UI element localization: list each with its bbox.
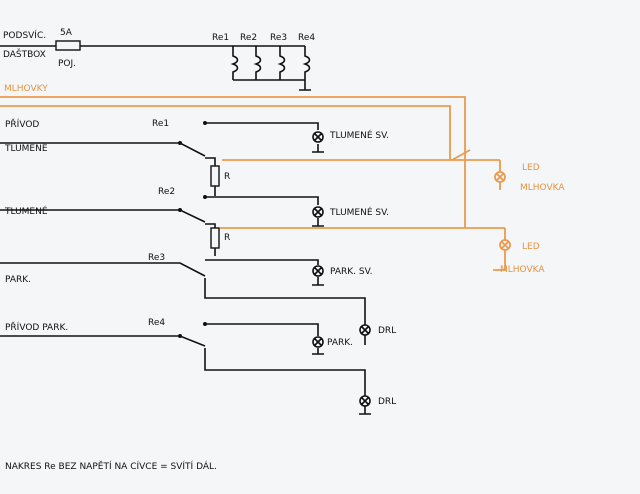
lamp-icon — [312, 336, 324, 348]
input-label: PARK. — [5, 275, 31, 285]
led-wires — [493, 160, 506, 271]
relay-coils: Re1 Re2 Re3 Re4 — [212, 33, 315, 91]
relay-label: Re2 — [158, 187, 175, 197]
relay2-wires — [0, 196, 324, 256]
lamp-icon — [359, 395, 371, 407]
fuse-label: POJ. — [58, 59, 76, 69]
fog-wires — [0, 96, 505, 229]
relay-label: Re1 — [152, 119, 169, 129]
coil-label-re2: Re2 — [240, 33, 257, 43]
lamp-label: TLUMENÉ SV. — [329, 129, 389, 141]
lamp-icon — [312, 206, 324, 218]
led-label: LED — [522, 242, 540, 252]
coil-label-re4: Re4 — [298, 33, 315, 43]
led-label: MLHOVKA — [500, 265, 545, 275]
resistor-label: R — [224, 172, 230, 182]
supply-label: PODSVÍC. — [3, 29, 46, 41]
lamp-icon — [312, 265, 324, 277]
lamp-label: PARK. — [327, 338, 353, 348]
resistor-icon — [210, 165, 220, 187]
lamp-label: DRL — [378, 326, 396, 336]
led-label: MLHOVKA — [520, 183, 565, 193]
resistor-label: R — [224, 233, 230, 243]
lamp-icon — [359, 324, 371, 336]
input-label: PŘÍVOD — [5, 118, 39, 130]
led-icon-1 — [494, 171, 506, 183]
fuse-rating: 5A — [60, 28, 73, 38]
lamp-label: TLUMENÉ SV. — [329, 206, 389, 218]
lamp-label: PARK. SV. — [330, 267, 372, 277]
input-label: TLUMENÉ — [4, 142, 48, 154]
led-icon-2 — [499, 239, 511, 251]
lamp-icon — [312, 131, 324, 143]
input-label: PŘÍVOD PARK. — [5, 321, 68, 333]
relay-label: Re3 — [148, 253, 165, 263]
footer-note: NAKRES Re BEZ NAPĚTÍ NA CÍVCE = SVÍTÍ DÁ… — [5, 460, 217, 472]
relay-label: Re4 — [148, 318, 165, 328]
input-label: TLUMENÉ — [4, 205, 48, 217]
resistor-icon — [210, 227, 220, 249]
lamp-label: DRL — [378, 397, 396, 407]
coil-label-re3: Re3 — [270, 33, 287, 43]
coil-icon — [230, 46, 311, 91]
fog-label: MLHOVKY — [4, 84, 48, 94]
fuse-icon — [55, 40, 81, 51]
coil-label-re1: Re1 — [212, 33, 229, 43]
supply-label-2: DAŠTBOX — [3, 48, 46, 60]
relay3-wires — [0, 259, 366, 325]
led-label: LED — [522, 163, 540, 173]
